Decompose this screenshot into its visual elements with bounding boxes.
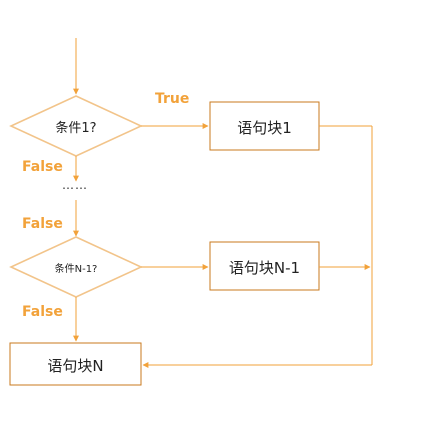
block-n-minus-1-label: 语句块N-1 xyxy=(228,259,301,277)
block-1-box xyxy=(209,101,320,151)
false-label-2: False xyxy=(22,216,63,232)
block-n-label: 语句块N xyxy=(47,357,104,375)
block-n-box xyxy=(9,342,142,386)
false-label-1: False xyxy=(22,159,63,175)
ellipsis: …… xyxy=(62,178,88,192)
false-label-3: False xyxy=(22,304,63,320)
condition-1-label: 条件1? xyxy=(55,121,97,136)
true-label: True xyxy=(155,91,190,107)
condition-n-minus-1-label: 条件N-1? xyxy=(54,264,98,275)
block-1-label: 语句块1 xyxy=(237,119,292,137)
block-n-minus-1-box xyxy=(209,241,320,291)
